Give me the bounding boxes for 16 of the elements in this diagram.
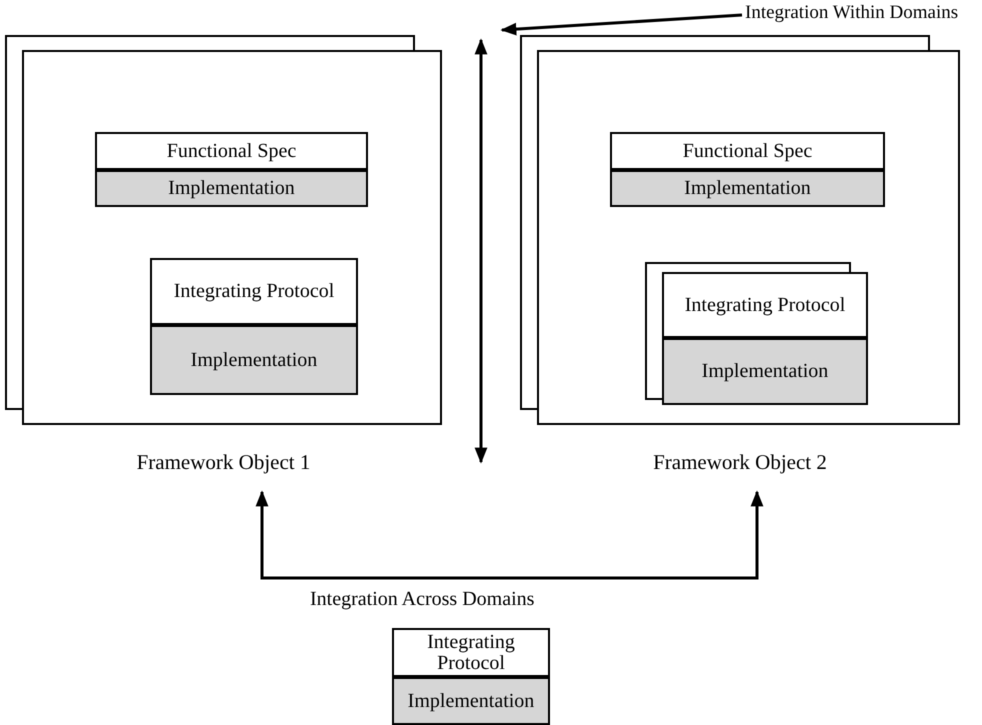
object-label: Framework Object 1 [136,450,312,475]
protocol-box: Integrating Protocol [392,628,550,677]
implementation-box: Implementation [610,170,885,207]
implementation-box: Implementation [392,677,550,725]
leader-line [500,14,742,36]
object-label: Framework Object 2 [652,450,828,475]
implementation-box: Implementation [662,338,868,405]
protocol-box: Integrating Protocol [662,272,868,338]
spec-box: Functional Spec [95,132,368,170]
edge-label: Integration Across Domains [310,588,534,611]
implementation-box: Implementation [95,170,368,207]
implementation-box: Implementation [150,325,358,395]
spec-box: Functional Spec [610,132,885,170]
arrow [256,490,764,580]
annotation-label: Integration Within Domains [745,2,980,28]
protocol-box: Integrating Protocol [150,258,358,325]
